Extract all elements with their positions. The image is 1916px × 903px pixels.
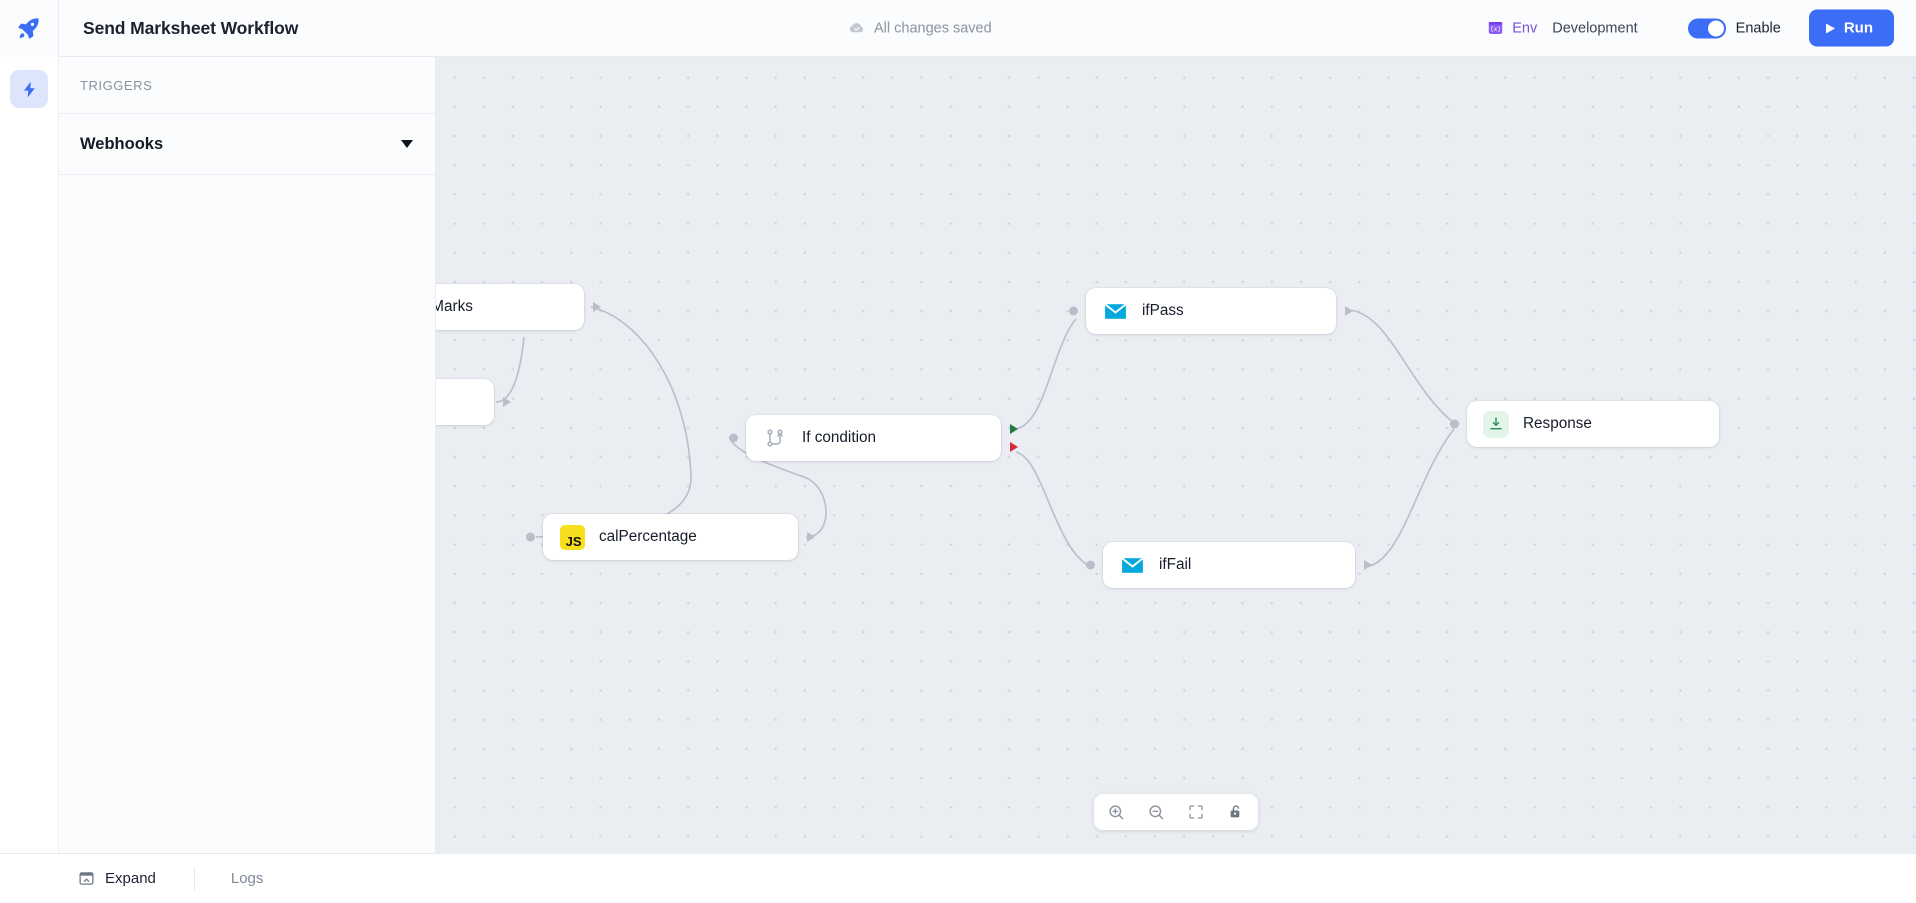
edge-getmarks-calpercentage: [535, 306, 692, 538]
node-output-handle[interactable]: [593, 302, 601, 312]
zoom-out-button[interactable]: [1143, 799, 1169, 825]
top-bar: Send Marksheet Workflow All changes save…: [0, 0, 1916, 57]
node-response[interactable]: Response: [1450, 401, 1719, 447]
mail-icon: [1119, 552, 1145, 578]
rocket-icon: [18, 18, 39, 39]
node-label: ifFail: [1159, 556, 1192, 573]
enable-toggle[interactable]: [1687, 18, 1726, 38]
panel-header: TRIGGERS: [59, 57, 435, 114]
mail-icon: [1102, 298, 1128, 324]
rail-item-triggers[interactable]: [10, 70, 48, 108]
node-label: ifPass: [1142, 302, 1184, 319]
workflow-title: Send Marksheet Workflow: [83, 17, 299, 38]
edge-false-iffail: [1015, 451, 1092, 568]
node-label: If condition: [802, 429, 876, 446]
app-logo-button[interactable]: [0, 0, 59, 57]
workflow-canvas[interactable]: getMarks JS calPercentage: [436, 57, 1916, 853]
triggers-panel: TRIGGERS Webhooks: [59, 57, 436, 853]
run-button-label: Run: [1843, 19, 1873, 37]
fit-view-button[interactable]: [1183, 799, 1209, 825]
js-icon: JS: [559, 524, 585, 550]
unlock-button[interactable]: [1223, 799, 1249, 825]
node-label: Response: [1523, 415, 1592, 432]
node-if-condition[interactable]: If condition: [729, 415, 1018, 461]
node-output-handle-true[interactable]: [1010, 423, 1018, 434]
save-status-label: All changes saved: [874, 20, 992, 36]
panel-header-label: TRIGGERS: [80, 77, 153, 93]
edge-layer: [495, 306, 1455, 568]
response-download-icon: [1483, 410, 1509, 438]
expand-panel-icon: [79, 872, 94, 885]
enable-toggle-label: Enable: [1735, 20, 1781, 36]
svg-text:{x}: {x}: [1490, 26, 1501, 33]
env-label: Env: [1512, 20, 1538, 36]
edge-clipped-up: [495, 336, 525, 403]
node-clipped-left[interactable]: [436, 379, 511, 425]
node-input-handle[interactable]: [729, 433, 738, 443]
cloud-check-icon: [849, 23, 864, 33]
node-output-handle[interactable]: [503, 397, 511, 407]
bottom-bar-divider: [193, 867, 195, 890]
lightning-bolt-icon: [23, 81, 35, 97]
node-input-handle[interactable]: [1086, 560, 1095, 570]
toggle-knob: [1707, 20, 1724, 36]
zoom-in-button[interactable]: [1103, 799, 1129, 825]
expand-label: Expand: [105, 870, 156, 887]
edge-iffail-response: [1363, 428, 1455, 568]
play-icon: [1825, 23, 1835, 33]
canvas-toolbar: [1094, 794, 1258, 830]
node-label: getMarks: [436, 298, 473, 315]
enable-toggle-group[interactable]: Enable: [1687, 18, 1781, 38]
env-value: Development: [1552, 20, 1638, 36]
node-getmarks[interactable]: getMarks: [436, 284, 601, 330]
bottom-bar: Expand Logs: [0, 853, 1916, 903]
node-iffail[interactable]: ifFail: [1086, 542, 1372, 588]
node-output-handle[interactable]: [1364, 560, 1372, 570]
node-input-handle[interactable]: [526, 532, 535, 542]
edge-ifpass-response: [1345, 309, 1455, 424]
node-input-handle[interactable]: [1450, 419, 1459, 429]
branch-icon: [762, 425, 788, 451]
logs-button[interactable]: Logs: [230, 870, 264, 887]
expand-button[interactable]: Expand: [78, 870, 156, 887]
top-bar-right-controls: {x} Env Development Enable Run: [1487, 9, 1894, 47]
node-ifpass[interactable]: ifPass: [1069, 288, 1353, 334]
caret-down-icon[interactable]: [401, 140, 413, 148]
node-input-handle[interactable]: [1069, 306, 1078, 316]
node-calpercentage[interactable]: JS calPercentage: [526, 514, 815, 560]
panel-section-webhooks[interactable]: Webhooks: [59, 114, 435, 175]
save-status: All changes saved: [848, 20, 992, 37]
env-variable-icon: {x}: [1489, 21, 1503, 35]
node-output-handle-false[interactable]: [1010, 442, 1018, 453]
node-output-handle[interactable]: [1345, 306, 1353, 316]
panel-section-label: Webhooks: [80, 134, 164, 153]
node-output-handle[interactable]: [807, 532, 815, 542]
edge-true-ifpass: [1015, 318, 1077, 430]
node-label: calPercentage: [599, 528, 697, 545]
left-rail: [0, 57, 59, 903]
run-button[interactable]: Run: [1808, 9, 1894, 47]
environment-selector[interactable]: {x} Env Development: [1487, 20, 1638, 37]
